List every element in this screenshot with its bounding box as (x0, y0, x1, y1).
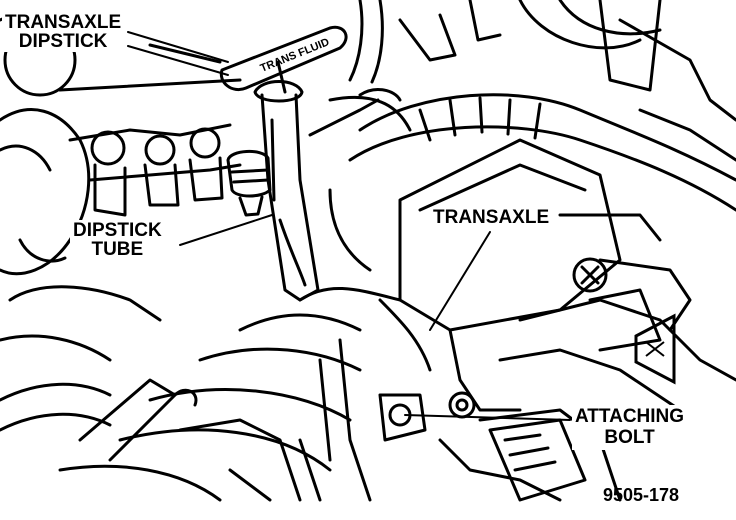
arrow-forward-icon (634, 313, 676, 385)
label-attaching-bolt-line2: BOLT (604, 427, 655, 449)
label-transaxle-dipstick-line2: DIPSTICK (18, 31, 108, 52)
dipstick-tube (253, 80, 320, 302)
label-transaxle-dipstick: TRANSAXLE DIPSTICK (2, 12, 125, 52)
label-attaching-bolt-line1: ATTACHING (575, 406, 685, 427)
upper-hoses (58, 0, 736, 162)
attaching-bolt (318, 338, 476, 502)
lower-hoses (0, 378, 322, 502)
label-dipstick-tube-line1: DIPSTICK (73, 220, 162, 241)
label-dipstick-tube: DIPSTICK TUBE (70, 220, 165, 260)
sensor-connector (226, 150, 272, 217)
wiring-harness (118, 93, 736, 472)
label-transaxle: TRANSAXLE (430, 207, 553, 228)
bottom-right-component (488, 288, 662, 502)
label-dipstick-tube-line2: TUBE (91, 239, 144, 260)
label-attaching-bolt: ATTACHING BOLT (572, 405, 688, 450)
engine-block (0, 13, 242, 362)
figure-number: 9505-178 (603, 485, 680, 505)
label-transaxle-dipstick-line1: TRANSAXLE (5, 12, 122, 33)
leader-lines (127, 31, 571, 421)
